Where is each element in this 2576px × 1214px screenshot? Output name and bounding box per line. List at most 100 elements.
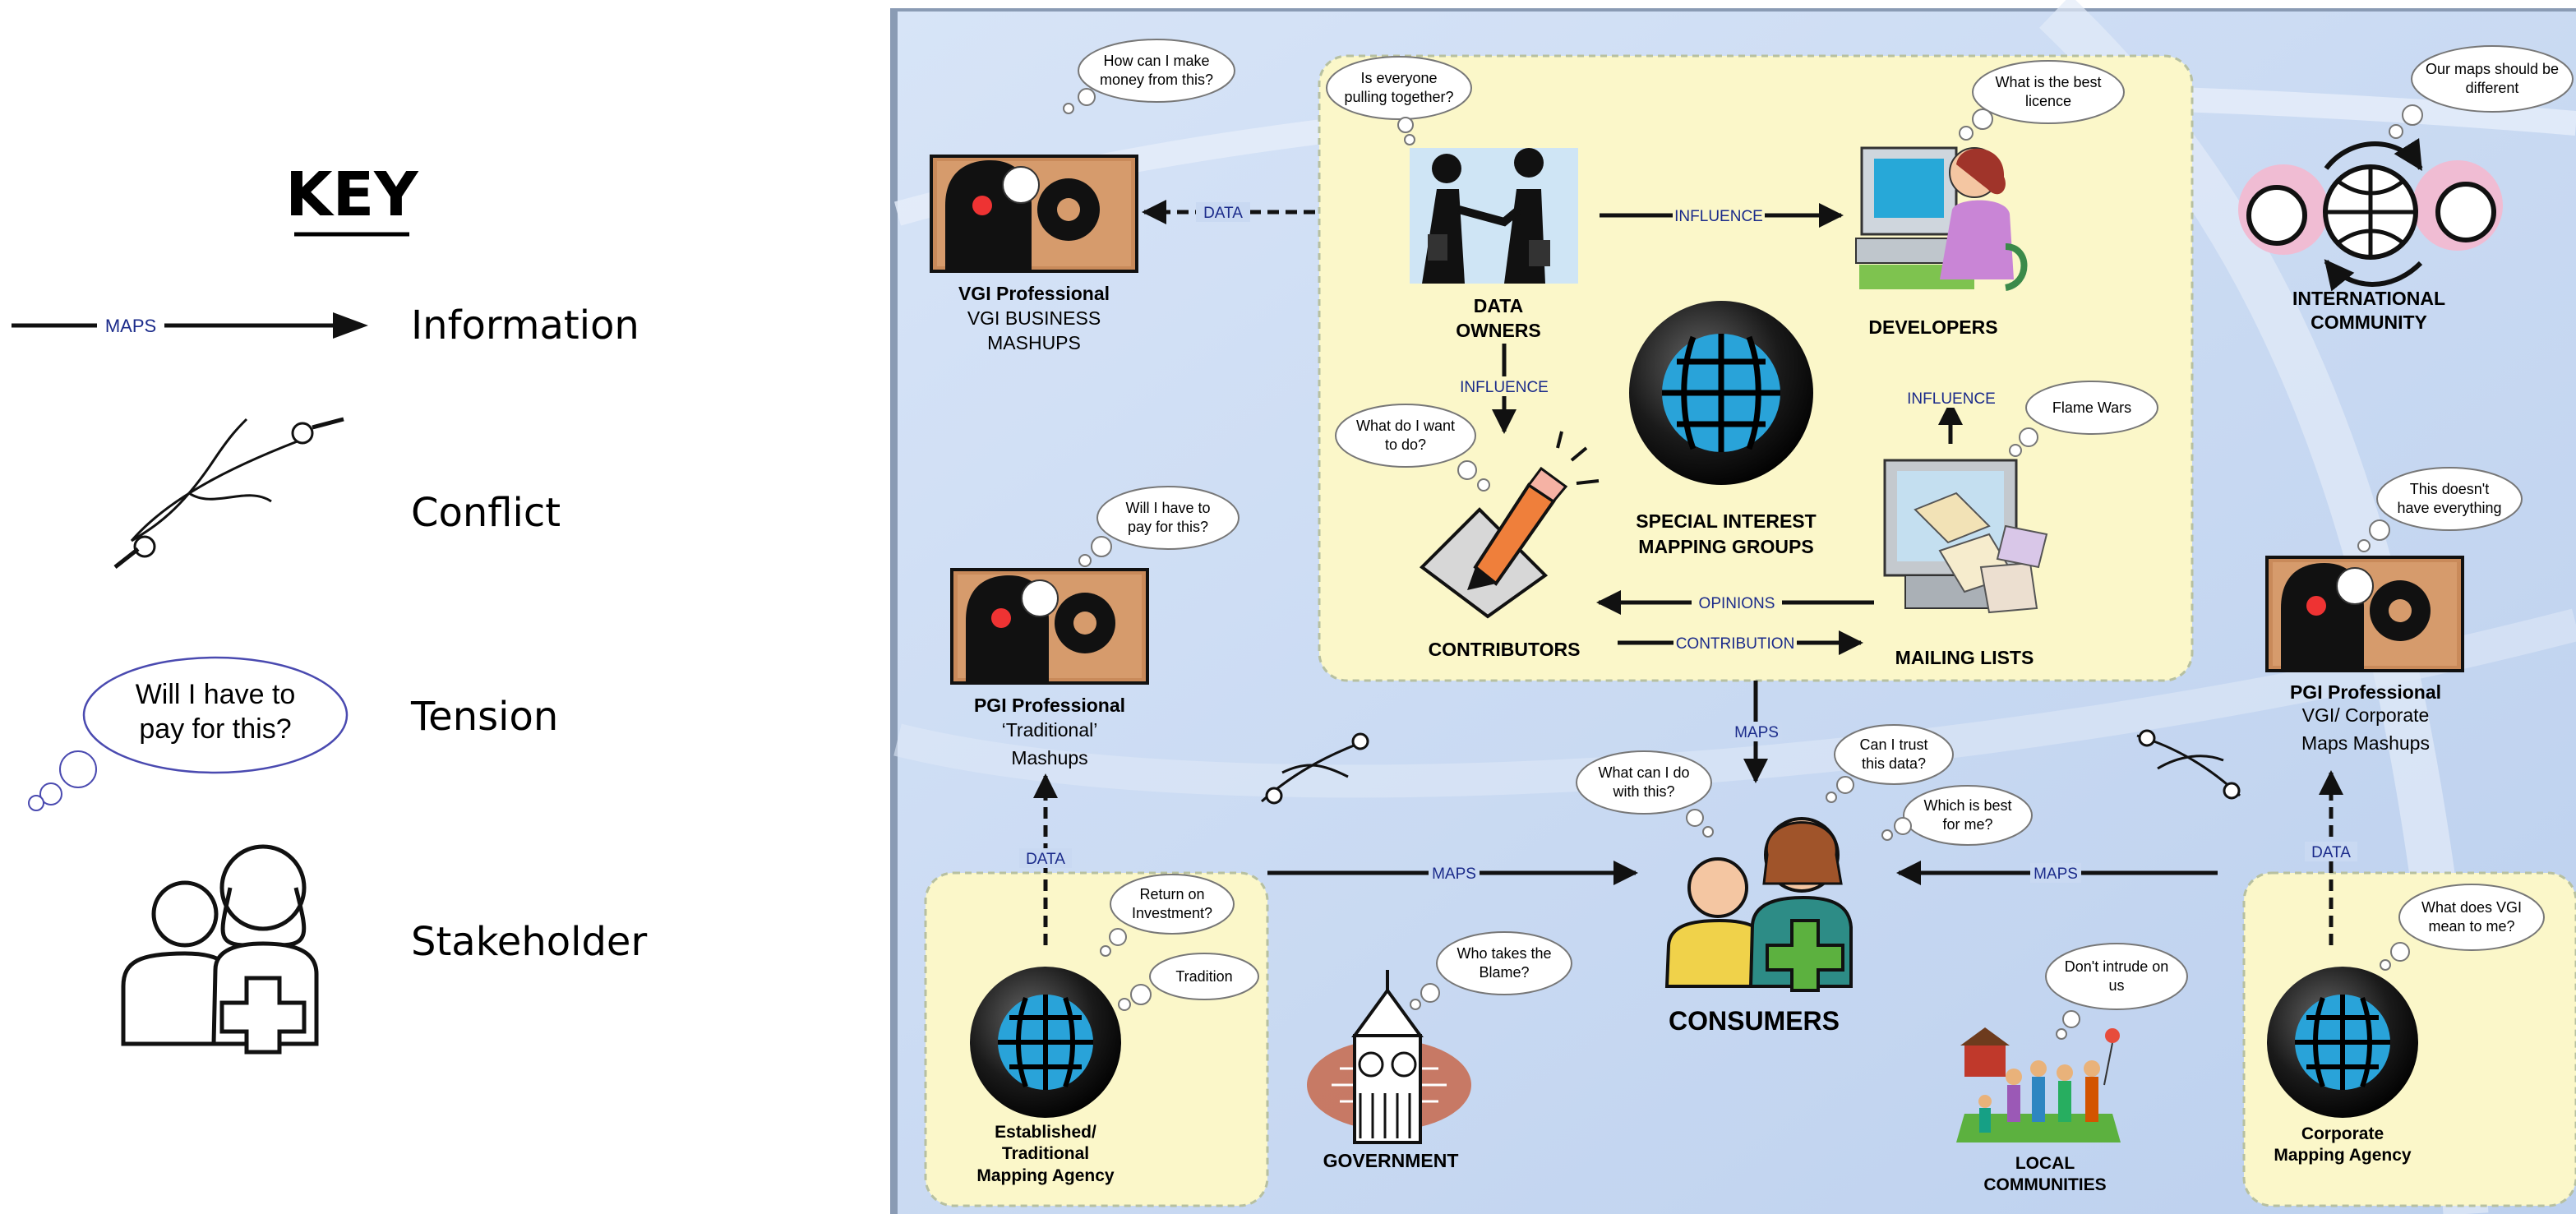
key-tension: Will I have to pay for this? Tension — [28, 656, 558, 811]
key-title: KEY — [285, 159, 419, 230]
svg-text:What can I do: What can I do — [1598, 764, 1689, 781]
svg-text:Blame?: Blame? — [1479, 964, 1529, 981]
vgi-business-label-2: VGI BUSINESS — [967, 307, 1101, 329]
government-big-ben-icon — [1307, 970, 1471, 1144]
pgi-traditional-label-3: Mashups — [1011, 747, 1087, 769]
established-agency-globe-icon — [970, 967, 1121, 1118]
developers-label: DEVELOPERS — [1868, 316, 1997, 338]
developers-icon — [1855, 146, 2028, 291]
thought-bubble: How can I make money from this? — [1063, 39, 1235, 114]
svg-text:with this?: with this? — [1612, 783, 1674, 800]
svg-text:Tradition: Tradition — [1175, 968, 1232, 985]
pgi-traditional-label-2: ‘Traditional’ — [1002, 719, 1098, 741]
node-labels: VGI Professional VGI BUSINESS MASHUPS PG… — [958, 283, 2445, 1194]
pgi-corporate-icon — [2265, 556, 2464, 672]
thought-bubbles: How can I make money from this? Is every… — [1063, 39, 2574, 1040]
pgi-corporate-label-2: VGI/ Corporate — [2302, 704, 2430, 726]
legend: KEY MAPS Information Conflict — [12, 159, 647, 1055]
mailing-lists-icon — [1883, 459, 2048, 614]
crossed-swords-icon — [113, 417, 344, 569]
thought-bubble: This doesn't have everything — [2357, 467, 2523, 552]
svg-text:Our maps should be: Our maps should be — [2426, 61, 2559, 77]
international-label-1: INTERNATIONAL — [2292, 288, 2445, 309]
svg-text:Don't intrude on: Don't intrude on — [2065, 958, 2169, 975]
vgi-professional-icon — [930, 155, 1138, 273]
corporate-agency-label-1: Corporate — [2301, 1124, 2384, 1143]
thought-bubble: Return on Investment? — [1100, 874, 1235, 957]
svg-text:have everything: have everything — [2397, 500, 2501, 516]
key-information-label: Information — [411, 302, 639, 349]
svg-text:different: different — [2466, 80, 2519, 96]
key-stakeholder-label: Stakeholder — [411, 919, 647, 965]
conflict-swords-icon — [2136, 729, 2241, 800]
svg-text:Can I trust: Can I trust — [1859, 736, 1927, 753]
label-influence-developers: INFLUENCE — [1674, 208, 1763, 225]
svg-text:Is everyone: Is everyone — [1360, 70, 1437, 86]
label-data-vgi: DATA — [1203, 205, 1243, 222]
established-agency-label-2: Traditional — [1002, 1144, 1089, 1163]
key-information: MAPS Information — [12, 302, 639, 349]
svg-text:pay for this?: pay for this? — [1128, 519, 1208, 535]
vgi-business-label-3: MASHUPS — [987, 332, 1081, 353]
label-opinions: OPINIONS — [1699, 595, 1775, 612]
svg-text:What do I want: What do I want — [1356, 418, 1455, 434]
svg-text:mean to me?: mean to me? — [2428, 918, 2514, 935]
pgi-traditional-icon — [950, 568, 1149, 685]
arrow-labels: DATA INFLUENCE INFLUENCE INFLUENCE OPINI… — [1019, 202, 2357, 883]
svg-text:Will I have to: Will I have to — [1125, 500, 1210, 516]
svg-text:to do?: to do? — [1385, 436, 1426, 453]
key-bubble-text-2: pay for this? — [139, 713, 291, 745]
government-label: GOVERNMENT — [1323, 1150, 1459, 1171]
label-maps-corporate: MAPS — [2034, 865, 2078, 883]
svg-text:What is the best: What is the best — [1995, 74, 2101, 90]
local-communities-icon — [1956, 1027, 2121, 1142]
consumers-icon — [1664, 817, 1853, 992]
key-arrow-label-bg — [97, 314, 164, 337]
contributors-icon — [1419, 431, 1600, 619]
thought-bubble: What is the best licence — [1959, 60, 2125, 141]
thought-bubble: Tradition — [1118, 953, 1259, 1011]
international-community-icon — [2238, 137, 2503, 292]
label-data-established: DATA — [1026, 851, 1065, 868]
thought-bubble: Flame Wars — [2009, 381, 2158, 457]
thought-bubble: Who takes the Blame? — [1410, 931, 1572, 1010]
label-contribution: CONTRIBUTION — [1676, 635, 1795, 653]
local-communities-label-2: COMMUNITIES — [1983, 1175, 2106, 1194]
key-conflict: Conflict — [113, 417, 561, 569]
svg-text:Investment?: Investment? — [1132, 905, 1212, 921]
key-stakeholder: Stakeholder — [121, 844, 647, 1055]
pgi-traditional-label-1: PGI Professional — [974, 695, 1125, 716]
conflict-swords-icon — [1261, 732, 1369, 805]
thought-bubble: What can I do with this? — [1576, 750, 1714, 838]
key-bubble-dot — [59, 750, 97, 788]
data-owners-label-2: OWNERS — [1456, 320, 1541, 341]
stakeholder-icon — [121, 844, 319, 1055]
key-conflict-label: Conflict — [411, 490, 561, 536]
svg-text:this data?: this data? — [1862, 755, 1926, 772]
contributors-label: CONTRIBUTORS — [1429, 639, 1581, 660]
svg-text:for me?: for me? — [1942, 816, 1992, 833]
svg-text:pulling together?: pulling together? — [1344, 89, 1453, 105]
label-maps-consumers: MAPS — [1734, 724, 1779, 741]
special-interest-label-2: MAPPING GROUPS — [1638, 536, 1813, 557]
key-bubble-dot — [28, 795, 44, 811]
data-owners-label-1: DATA — [1474, 295, 1523, 316]
label-influence-contributors: INFLUENCE — [1460, 379, 1549, 396]
international-label-2: COMMUNITY — [2311, 312, 2427, 333]
key-arrow-label: MAPS — [105, 316, 156, 336]
svg-text:Flame Wars: Flame Wars — [2052, 399, 2131, 416]
key-bubble-dot — [39, 782, 62, 805]
key-arrow-head — [333, 312, 368, 339]
consumers-label: CONSUMERS — [1669, 1006, 1840, 1036]
corporate-agency-globe-icon — [2267, 967, 2418, 1118]
key-tension-label: Tension — [410, 694, 558, 740]
thought-bubble: Which is best for me? — [1881, 785, 2033, 846]
label-influence-mailing: INFLUENCE — [1907, 390, 1996, 408]
pgi-corporate-label-1: PGI Professional — [2290, 681, 2441, 703]
thought-bubble: What do I want to do? — [1335, 404, 1490, 492]
svg-text:What does VGI: What does VGI — [2421, 899, 2522, 916]
key-thought-bubble — [82, 656, 349, 774]
pgi-corporate-label-3: Maps Mashups — [2301, 732, 2430, 754]
special-interest-globe-icon — [1629, 301, 1813, 485]
